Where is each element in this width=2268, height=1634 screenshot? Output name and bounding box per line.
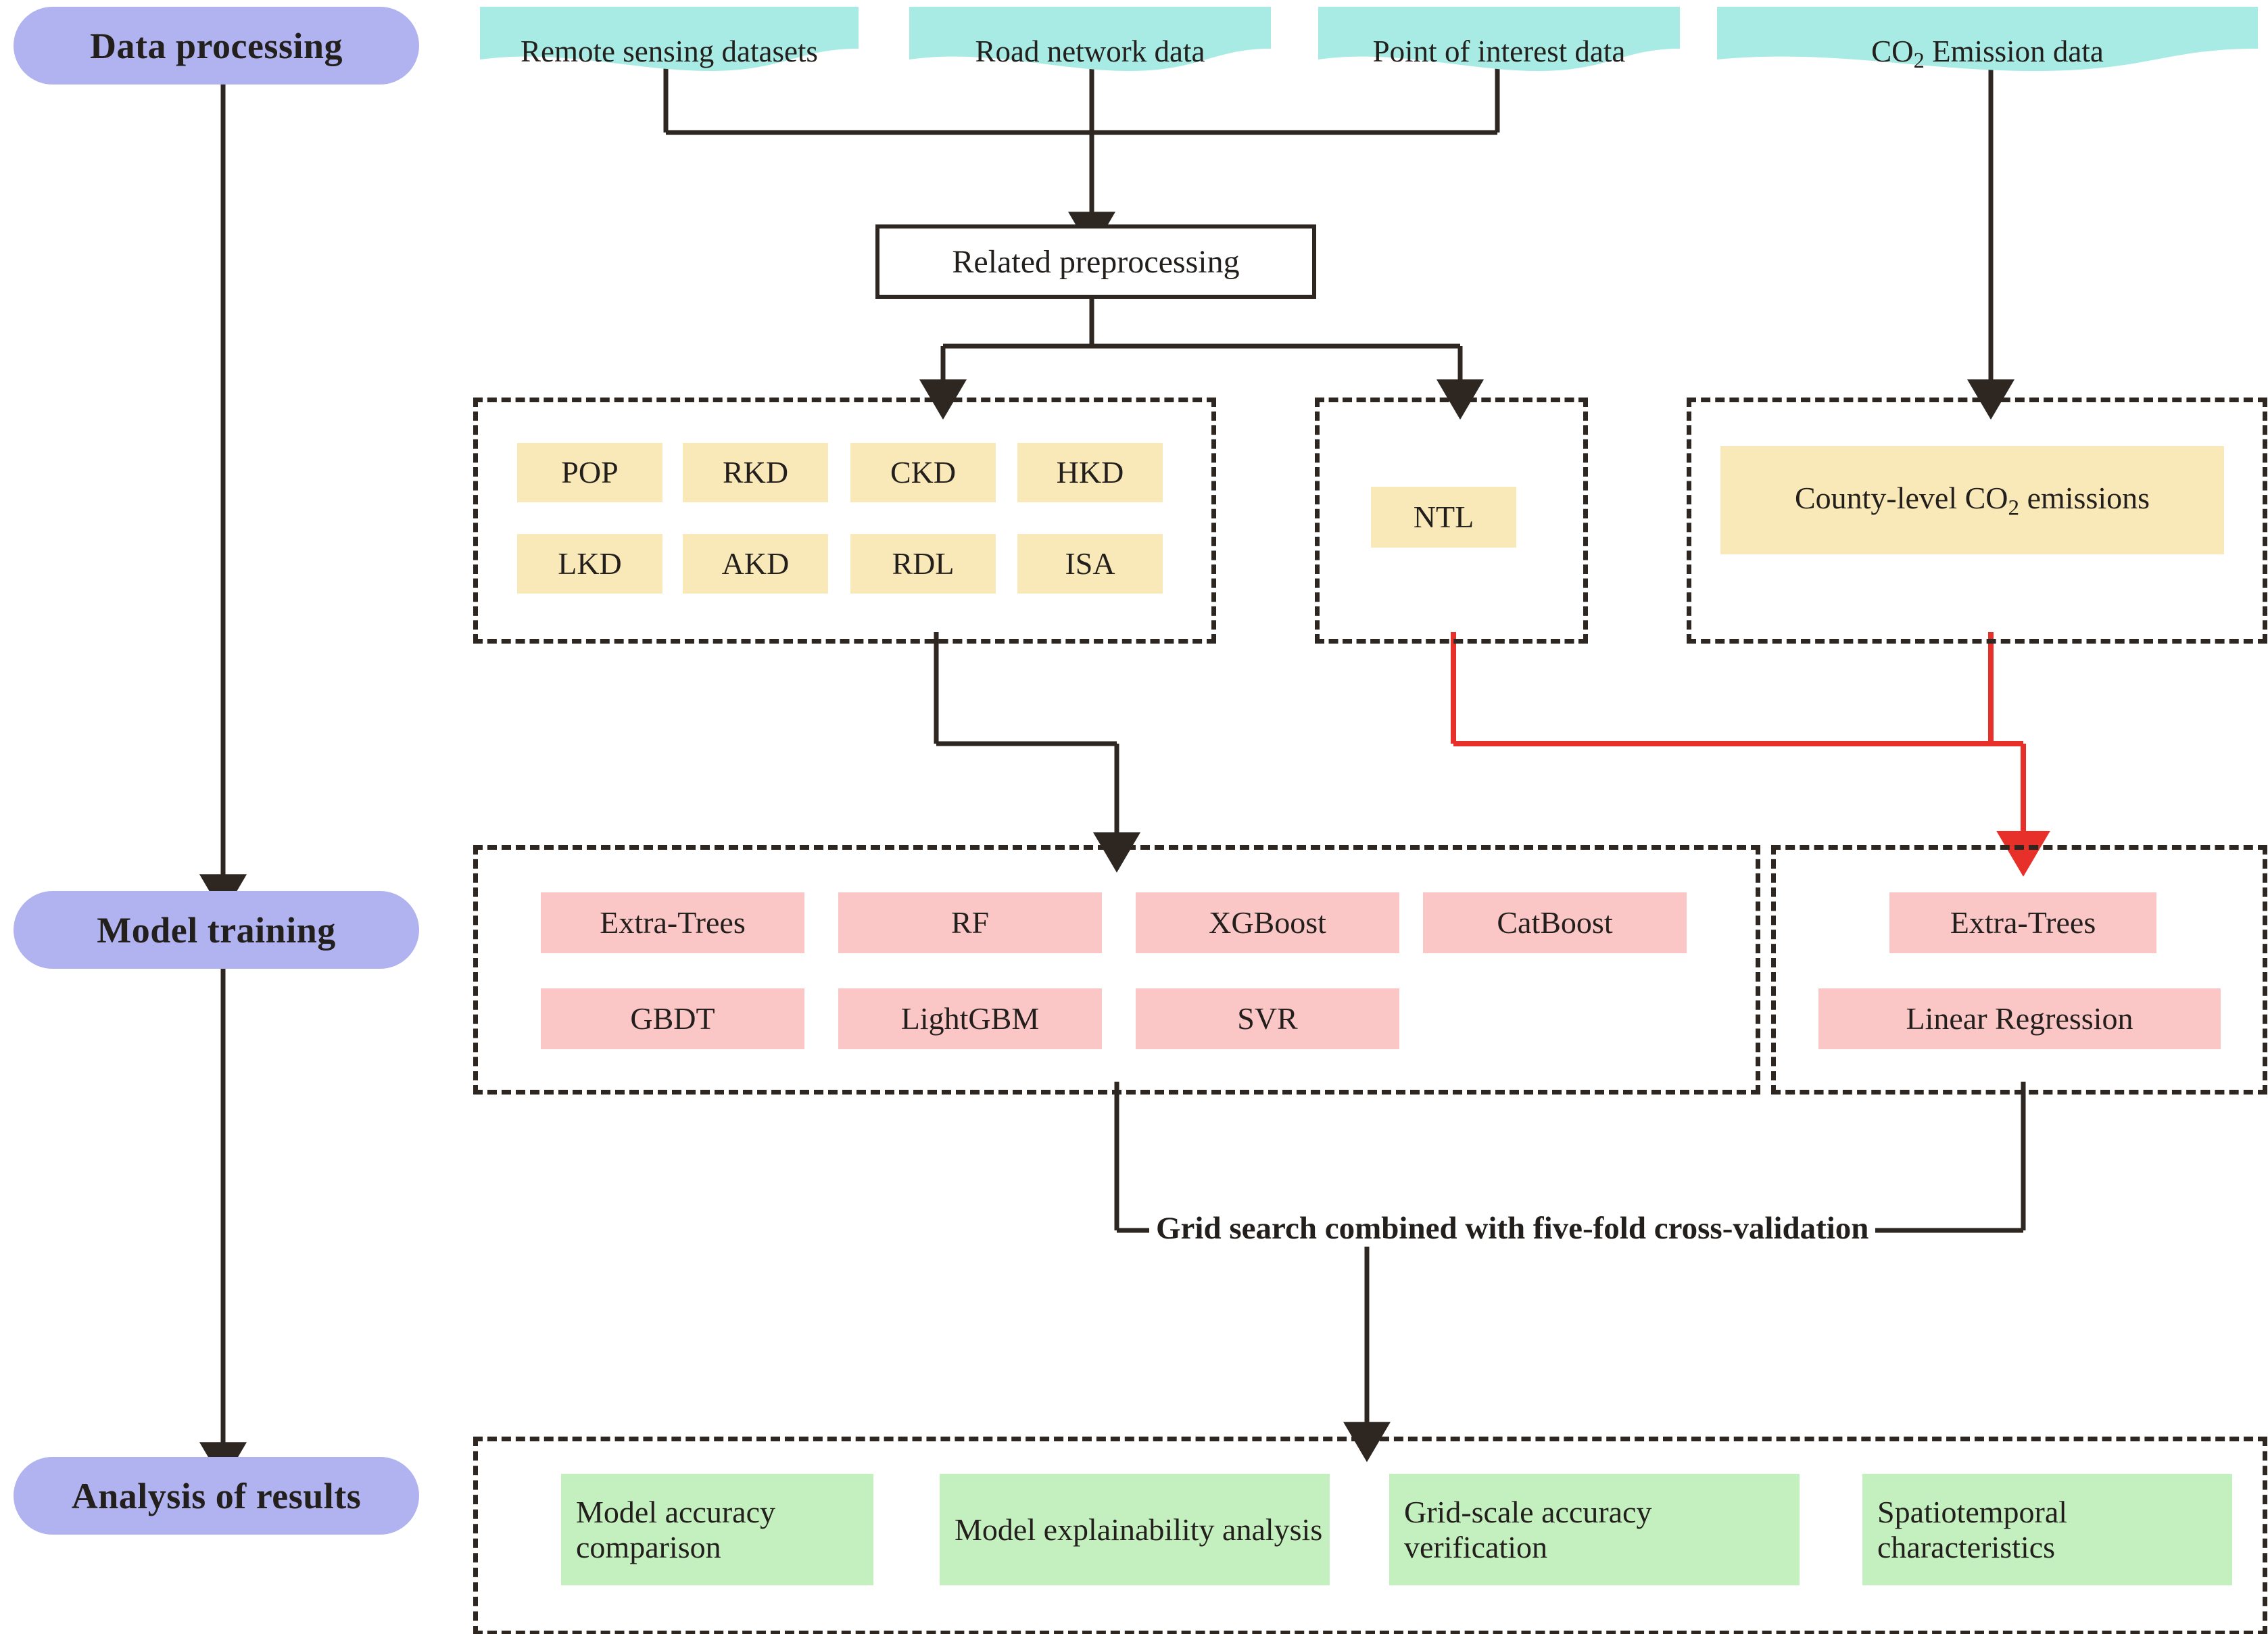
chip-label: County-level CO2 emissions <box>1795 481 2150 520</box>
stage-pill-model-training[interactable]: Model training <box>14 891 419 969</box>
stage-pill-label: Data processing <box>89 25 343 66</box>
chip-label: Grid-scale accuracy verification <box>1404 1494 1652 1564</box>
chip-label: RKD <box>722 455 789 490</box>
wavy-banner-shape <box>480 7 859 71</box>
data-source-label: Remote sensing datasets <box>521 34 818 68</box>
chip-label: AKD <box>721 546 790 581</box>
chip-label: CKD <box>890 455 957 490</box>
data-source-label: Point of interest data <box>1372 34 1626 68</box>
data-source-label: CO2 Emission data <box>1871 7 2104 72</box>
chip-label: ISA <box>1065 546 1115 581</box>
feature-chip-isa[interactable]: ISA <box>1017 534 1163 594</box>
chip-label: LKD <box>558 546 622 581</box>
data-source-point-of-interest[interactable]: Point of interest data <box>1318 7 1680 71</box>
county-co2-chip[interactable]: County-level CO2 emissions <box>1720 446 2224 554</box>
chip-label: CatBoost <box>1497 905 1613 940</box>
ntl-group <box>1315 398 1588 644</box>
model-chip-gbdt[interactable]: GBDT <box>541 988 804 1049</box>
chip-label: XGBoost <box>1209 905 1326 940</box>
model-chip-xgboost[interactable]: XGBoost <box>1136 892 1399 953</box>
model-group-primary <box>473 845 1760 1095</box>
wire-targets-to-right-models <box>1451 632 2050 877</box>
result-chip-grid-scale-accuracy-verification[interactable]: Grid-scale accuracy verification <box>1389 1474 1800 1585</box>
stage-pill-analysis-of-results[interactable]: Analysis of results <box>14 1457 419 1535</box>
wire-preprocessing-to-features <box>919 291 1484 420</box>
feature-chip-rdl[interactable]: RDL <box>850 534 996 594</box>
data-source-co2-emission[interactable]: CO2 Emission data <box>1717 7 2258 72</box>
stage-pill-label: Analysis of results <box>71 1475 362 1516</box>
model-chip-catboost[interactable]: CatBoost <box>1423 892 1687 953</box>
wavy-banner-shape <box>1318 7 1680 71</box>
chip-label-tail: emissions <box>2019 480 2150 515</box>
ntl-chip[interactable]: NTL <box>1371 487 1516 548</box>
wire-models-to-results <box>1114 1082 2026 1462</box>
wavy-banner-shape <box>909 7 1271 71</box>
stage-pill-data-processing[interactable]: Data processing <box>14 7 419 85</box>
validation-caption: Grid search combined with five-fold cros… <box>1149 1210 1876 1247</box>
result-chip-model-explainability-analysis[interactable]: Model explainability analysis <box>940 1474 1330 1585</box>
feature-chip-ckd[interactable]: CKD <box>850 443 996 502</box>
data-source-remote-sensing[interactable]: Remote sensing datasets <box>480 7 859 71</box>
chip-label: POP <box>561 455 619 490</box>
feature-chip-lkd[interactable]: LKD <box>517 534 662 594</box>
data-source-label-main: CO <box>1871 34 1914 68</box>
model-chip-extra-trees[interactable]: Extra-Trees <box>541 892 804 953</box>
chip-label: NTL <box>1413 500 1474 535</box>
feature-chip-akd[interactable]: AKD <box>683 534 828 594</box>
validation-label: Grid search combined with five-fold cros… <box>1156 1211 1869 1246</box>
wire-sources-to-preprocessing <box>663 51 1500 252</box>
chip-label: SVR <box>1237 1001 1298 1036</box>
chip-label: Linear Regression <box>1906 1001 2133 1036</box>
chip-label: Spatiotemporal characteristics <box>1877 1494 2068 1564</box>
model-chip-rf[interactable]: RF <box>838 892 1102 953</box>
baseline-chip-extra-trees[interactable]: Extra-Trees <box>1889 892 2156 953</box>
data-source-road-network[interactable]: Road network data <box>909 7 1271 71</box>
data-source-label-subscript: 2 <box>1913 49 1925 74</box>
feature-chip-hkd[interactable]: HKD <box>1017 443 1163 502</box>
chip-label: LightGBM <box>900 1001 1040 1036</box>
results-group <box>473 1437 2267 1634</box>
chip-label-main: County-level CO <box>1794 480 2008 515</box>
baseline-chip-linear-regression[interactable]: Linear Regression <box>1818 988 2221 1049</box>
wavy-banner-shape <box>1717 7 2258 71</box>
chip-label: RDL <box>892 546 955 581</box>
chip-label: Extra-Trees <box>1950 905 2096 940</box>
result-chip-spatiotemporal-characteristics[interactable]: Spatiotemporal characteristics <box>1862 1474 2232 1585</box>
model-chip-svr[interactable]: SVR <box>1136 988 1399 1049</box>
chip-label: Extra-Trees <box>600 905 746 940</box>
model-chip-lightgbm[interactable]: LightGBM <box>838 988 1102 1049</box>
result-chip-model-accuracy-comparison[interactable]: Model accuracy comparison <box>561 1474 873 1585</box>
feature-chip-pop[interactable]: POP <box>517 443 662 502</box>
chip-label: HKD <box>1056 455 1124 490</box>
chip-label: GBDT <box>630 1001 715 1036</box>
chip-label-subscript: 2 <box>2008 495 2020 521</box>
data-source-label: Road network data <box>975 34 1205 68</box>
chip-label: RF <box>950 905 990 940</box>
chip-label: Model accuracy comparison <box>576 1494 776 1564</box>
wire-features-to-models <box>934 632 1140 873</box>
feature-variable-group <box>473 398 1216 644</box>
preprocessing-box[interactable]: Related preprocessing <box>875 224 1316 299</box>
stage-pill-label: Model training <box>97 909 336 951</box>
model-group-baseline <box>1771 845 2267 1095</box>
target-variable-group <box>1687 398 2267 644</box>
chip-label: Model explainability analysis <box>955 1512 1323 1547</box>
data-source-label-tail: Emission data <box>1924 34 2104 68</box>
preprocessing-label: Related preprocessing <box>952 243 1240 280</box>
feature-chip-rkd[interactable]: RKD <box>683 443 828 502</box>
